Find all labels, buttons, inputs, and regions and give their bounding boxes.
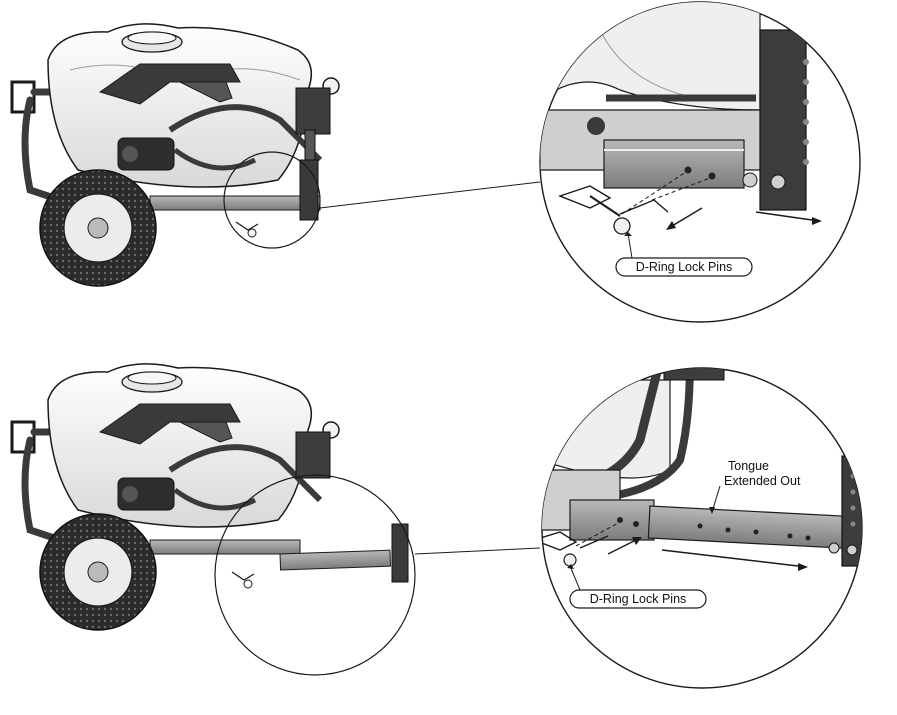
top-dring-label: D-Ring Lock Pins [636, 260, 733, 274]
tongue-label-line1: Tongue [728, 459, 769, 473]
bottom-dring-label: D-Ring Lock Pins [590, 592, 687, 606]
detail-circle-bottom: Tongue Extended Out D-Ring Lock Pins [541, 367, 863, 689]
leader-line-top [319, 181, 541, 209]
sprayer-bottom [10, 363, 409, 631]
tongue-label-line2: Extended Out [724, 474, 801, 488]
detail-locator-bottom [214, 474, 416, 676]
detail-locator-top [223, 151, 321, 249]
top-label-pill [615, 257, 753, 277]
leader-line-bottom [414, 547, 541, 555]
bottom-label-pill [569, 589, 707, 609]
detail-circle-top: D-Ring Lock Pins [539, 1, 861, 323]
sprayer-top [10, 23, 340, 287]
